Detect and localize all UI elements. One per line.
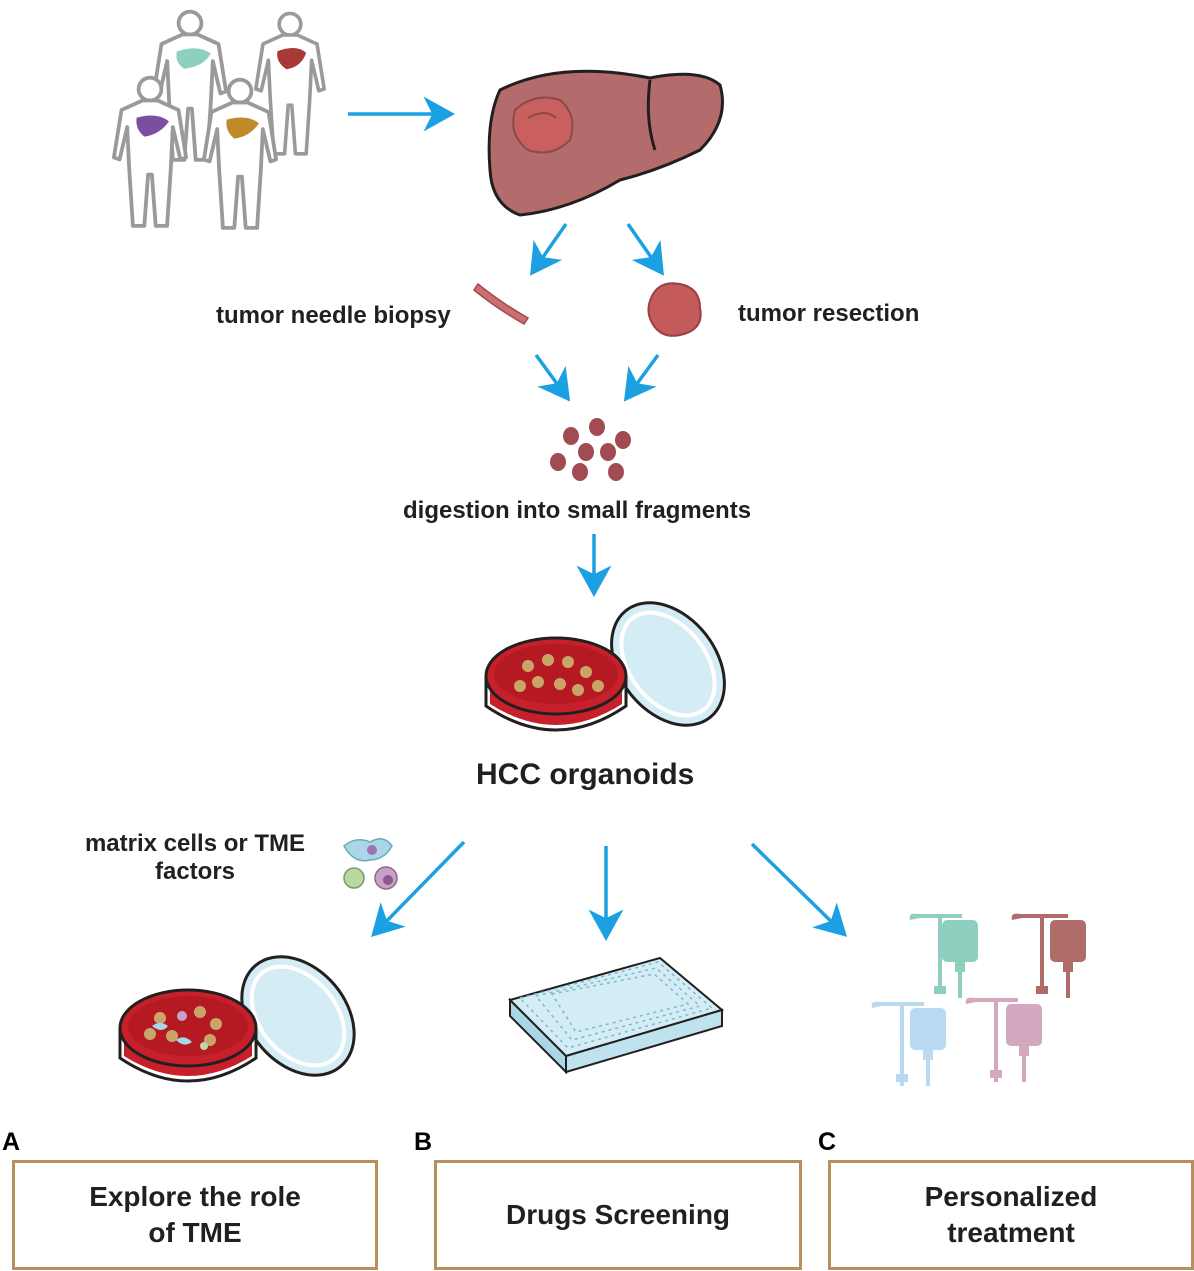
- human-silhouette-icon: [201, 77, 279, 230]
- liver-icon: [487, 69, 724, 217]
- label-tme: matrix cells or TME factors: [70, 830, 320, 885]
- cell-icon: [343, 838, 398, 890]
- label-tme-line1: matrix cells or TME: [84, 830, 306, 857]
- panel-c-line2: treatment: [947, 1217, 1075, 1248]
- label-digestion: digestion into small fragments: [403, 497, 752, 524]
- arrow-to-panel-c: [750, 842, 848, 937]
- panel-box-b: Drugs Screening: [434, 1160, 802, 1270]
- iv-bag-icon: [965, 997, 1042, 1082]
- panel-a-line1: Explore the role: [89, 1180, 301, 1212]
- label-resection: tumor resection: [738, 300, 920, 327]
- label-needle-biopsy: tumor needle biopsy: [216, 302, 451, 329]
- human-silhouette-icon: [151, 9, 229, 162]
- human-silhouette-icon: [254, 11, 327, 156]
- human-silhouette-icon: [112, 75, 189, 228]
- biopsy-needle-icon: [472, 282, 530, 325]
- panel-a-line2: of TME: [148, 1217, 242, 1248]
- arrow-resection-to-fragments: [623, 353, 660, 402]
- petri-dish-icon: [118, 955, 356, 1083]
- tumor-icon: [647, 282, 702, 337]
- panel-box-a: Explore the role of TME: [12, 1160, 378, 1270]
- petri-dish-icon: [484, 601, 726, 732]
- panel-b-line1: Drugs Screening: [505, 1198, 731, 1230]
- panel-letter-a: A: [2, 1128, 21, 1156]
- iv-bag-icon: [871, 1001, 946, 1086]
- patients-group: [112, 9, 327, 230]
- arrow-to-panel-a: [371, 840, 466, 938]
- fragments-icon: [550, 418, 631, 481]
- arrow-liver-to-biopsy: [530, 223, 568, 276]
- panel-letter-c: C: [818, 1128, 837, 1156]
- panel-letter-b: B: [414, 1128, 433, 1156]
- panel-box-c: Personalized treatment: [828, 1160, 1194, 1270]
- panel-c-line1: Personalized: [924, 1180, 1098, 1212]
- arrow-liver-to-resection: [626, 223, 664, 276]
- label-tme-line2: factors: [154, 857, 236, 885]
- iv-bag-icon: [909, 913, 978, 998]
- label-organoids: HCC organoids: [476, 758, 695, 791]
- arrows: [348, 96, 848, 941]
- arrow-biopsy-to-fragments: [534, 353, 571, 402]
- iv-bag-icon: [1011, 913, 1086, 998]
- well-plate-icon: [508, 956, 725, 1075]
